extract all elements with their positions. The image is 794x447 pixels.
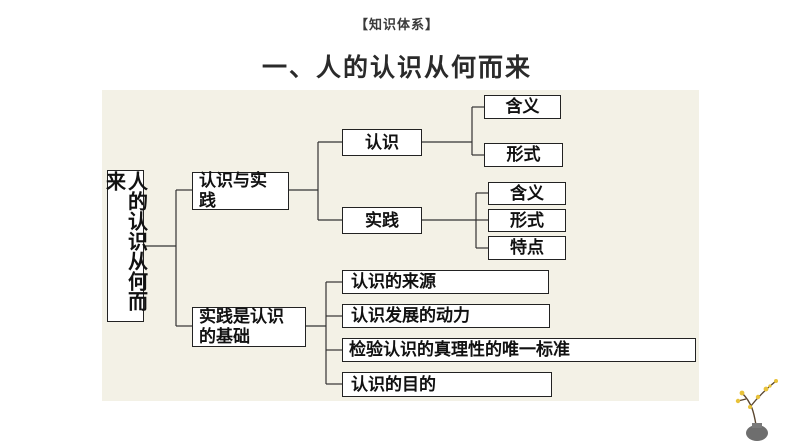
node-cognition-form: 形式 [484,143,563,167]
node-source: 认识的来源 [342,270,549,294]
node-practice-feature: 特点 [488,236,566,260]
node-purpose: 认识的目的 [342,372,552,397]
node-cognition-practice: 认识与实践 [192,171,289,211]
plum-blossom-vase-icon [735,379,778,441]
node-practice: 实践 [342,207,422,234]
node-practice-meaning: 含义 [488,182,566,205]
node-practice-form: 形式 [488,209,566,232]
node-cognition-meaning: 含义 [484,95,561,119]
node-cognition: 认识 [342,129,422,156]
node-truth-criterion: 检验认识的真理性的唯一标准 [342,338,696,362]
section-tag: 【知识体系】 [354,18,439,33]
node-driving-force: 认识发展的动力 [342,304,550,328]
node-practice-basis: 实践是认识的基础 [192,307,306,347]
page-title: 一、人的认识从何而来 [261,53,532,82]
root-node: 人的认识从何而来 [103,170,149,322]
